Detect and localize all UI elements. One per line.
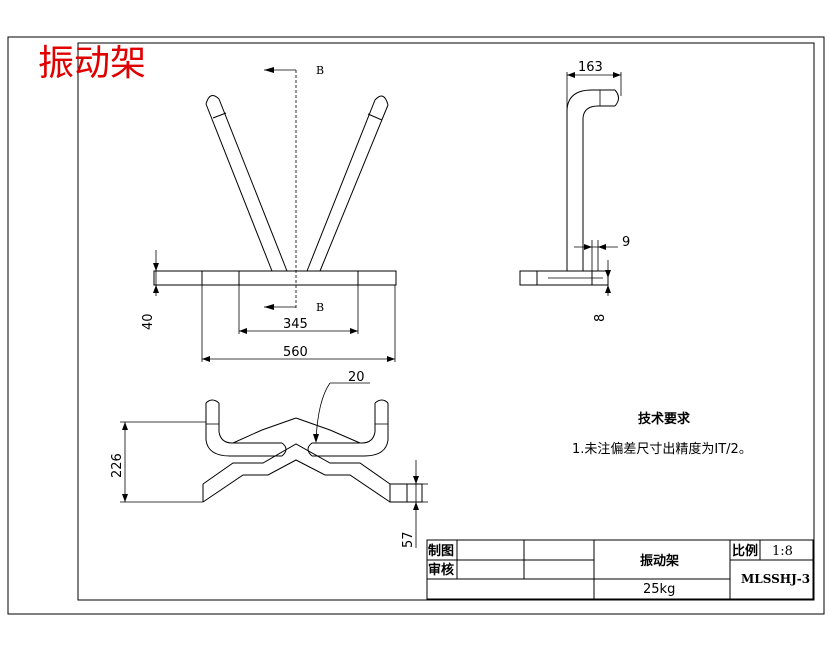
dim-163: 163 <box>578 60 603 75</box>
dim-40: 40 <box>141 313 156 330</box>
part-name: 振动架 <box>640 553 679 569</box>
dim-20: 20 <box>348 370 365 385</box>
dim-345: 345 <box>283 317 308 332</box>
dim-8: 8 <box>593 314 608 322</box>
title-block <box>426 539 814 600</box>
scale-value: 1:8 <box>772 544 793 559</box>
scale-label: 比例 <box>732 543 758 559</box>
front-view: B B 40 345 560 <box>141 64 397 362</box>
dim-57: 57 <box>401 531 416 548</box>
dim-560: 560 <box>283 345 308 360</box>
drawing-title: 振动架 <box>38 43 146 84</box>
part-weight: 25kg <box>643 582 675 597</box>
tech-req-heading: 技术要求 <box>638 411 691 427</box>
tech-req-item-1: 1.未注偏差尺寸出精度为IT/2。 <box>572 441 752 457</box>
drawing-frame <box>77 42 815 601</box>
section-mark-top: B <box>316 64 324 77</box>
dim-226: 226 <box>110 453 125 478</box>
dim-9: 9 <box>622 235 630 250</box>
plan-view: 20 226 57 <box>110 370 428 548</box>
checked-by-label: 审核 <box>428 562 454 578</box>
side-view: 163 9 8 <box>519 60 630 322</box>
drawing-number: MLSSHJ-3 <box>741 572 810 586</box>
drawn-by-label: 制图 <box>428 543 454 559</box>
section-mark-bottom: B <box>316 301 324 314</box>
sheet-border <box>7 36 825 615</box>
